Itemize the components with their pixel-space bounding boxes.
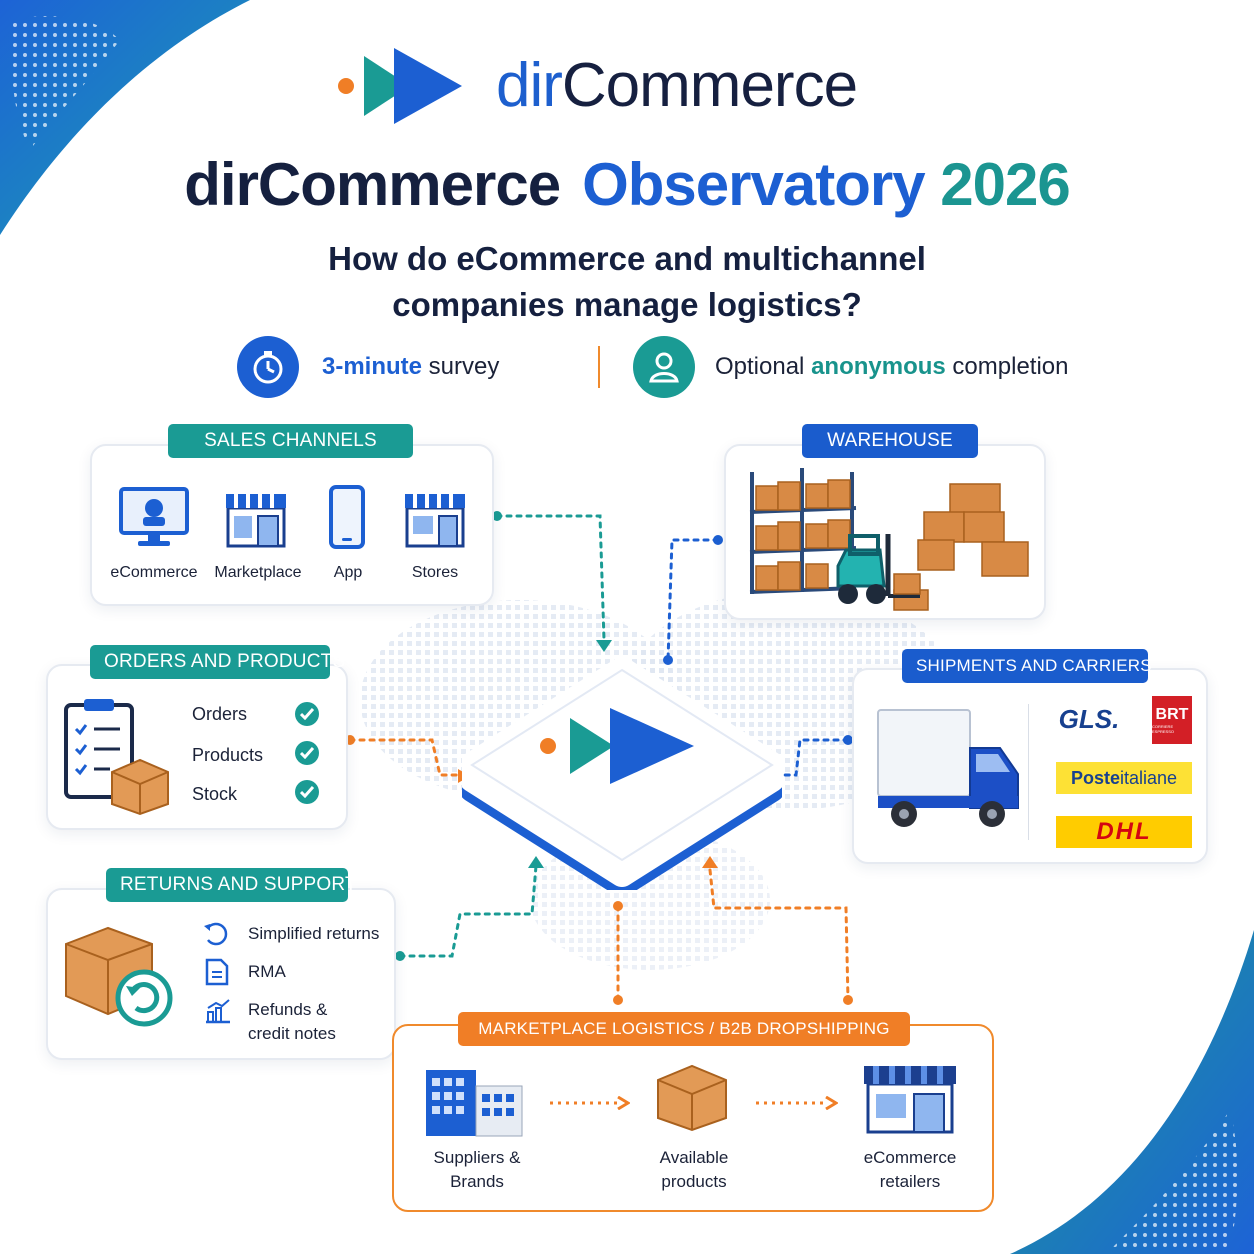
forklift-icon (836, 534, 921, 604)
logo-dir: dir (496, 51, 563, 120)
carrier-divider (1028, 704, 1029, 840)
marketplace-tag: MARKETPLACE LOGISTICS / B2B DROPSHIPPING (458, 1012, 910, 1046)
central-hub (462, 657, 782, 890)
rma-label: RMA (248, 962, 286, 981)
survey-duration: 3-minute survey (322, 353, 499, 381)
subtitle-line2: companies manage logistics? (392, 286, 862, 323)
title-part2: Observatory (582, 151, 925, 218)
return-icon (204, 922, 228, 946)
smartphone-icon (329, 485, 365, 549)
stopwatch-icon (237, 336, 299, 398)
products-label: Products (192, 745, 264, 765)
store-icon (405, 494, 465, 548)
survey-rest: survey (422, 353, 500, 380)
flow-arrow-1 (550, 1096, 630, 1110)
available-products-label: Available products (636, 1146, 752, 1194)
dhl-logo: DHL (1056, 816, 1192, 848)
shipments-tag: SHIPMENTS AND CARRIERS (902, 649, 1152, 683)
stock-label: Stock (192, 784, 238, 804)
returns-tag: RETURNS AND SUPPORT (106, 868, 357, 902)
monitor-icon (119, 487, 189, 546)
poste-logo-a: Poste (1070, 767, 1120, 788)
orders-products-tag: ORDERS AND PRODUCTS (90, 645, 345, 679)
storefront-icon (226, 494, 286, 548)
title-part1: dirCommerce (184, 151, 561, 218)
retailers-line2: retailers (879, 1172, 941, 1191)
retailers-line1: eCommerce (863, 1148, 957, 1167)
poste-logo-b: italiane (1119, 767, 1178, 788)
refunds-line2: credit notes (248, 1024, 336, 1043)
page-subtitle: How do eCommerce and multichannel compan… (0, 236, 1254, 328)
brt-logo: BRT CORRIERE ESPRESSO (1152, 696, 1192, 744)
check-icon (295, 741, 319, 765)
orders-label: Orders (192, 704, 248, 724)
channel-stores-label: Stores (411, 564, 459, 581)
survey-highlight: 3-minute (322, 353, 423, 380)
user-icon (633, 336, 695, 398)
brt-logo-subtext: CORRIERE ESPRESSO (1152, 724, 1175, 734)
gls-logo: GLS. (1058, 703, 1120, 734)
warehouse-shelves-icon (749, 468, 1029, 611)
anon-post: completion (945, 353, 1069, 380)
suppliers-line2: Brands (450, 1172, 504, 1191)
logo-mark-icon (338, 48, 462, 124)
channel-ecommerce-label: eCommerce (110, 564, 198, 581)
building-icon (426, 1070, 523, 1137)
page-title: dirCommerce Observatory 2026 (0, 150, 1254, 219)
ecommerce-retailers-label: eCommerce retailers (850, 1146, 970, 1194)
logo-commerce: Commerce (561, 51, 858, 120)
available-line2: products (661, 1172, 727, 1191)
brand-logo-text: dirCommerce (496, 50, 858, 121)
box-icon (657, 1064, 727, 1132)
feature-divider (598, 346, 600, 388)
return-box-icon (65, 926, 173, 1027)
suppliers-brands-label: Suppliers & Brands (420, 1146, 534, 1194)
anon-highlight: anonymous (811, 353, 946, 380)
refunds-label: Refunds & credit notes (248, 998, 336, 1046)
channel-marketplace-label: Marketplace (214, 564, 302, 581)
document-icon (205, 958, 229, 986)
title-part3: 2026 (940, 151, 1070, 218)
truck-icon (877, 709, 1019, 827)
refunds-line1: Refunds & (248, 1000, 328, 1019)
box-icon (111, 758, 169, 816)
sales-channels-tag: SALES CHANNELS (168, 424, 413, 458)
channel-app-label: App (333, 564, 363, 581)
anon-pre: Optional (715, 353, 812, 380)
simplified-returns-label: Simplified returns (248, 924, 380, 943)
check-icon (295, 780, 319, 804)
anonymous-completion: Optional anonymous completion (715, 353, 1068, 381)
warehouse-tag: WAREHOUSE (802, 424, 978, 458)
flow-arrow-2 (756, 1096, 838, 1110)
available-line1: Available (659, 1148, 729, 1167)
suppliers-line1: Suppliers & (433, 1148, 521, 1167)
brt-logo-text: BRT (1155, 706, 1189, 723)
storefront-icon (864, 1066, 956, 1134)
chart-icon (206, 999, 230, 1024)
subtitle-line1: How do eCommerce and multichannel (328, 240, 926, 277)
check-icon (295, 702, 319, 726)
